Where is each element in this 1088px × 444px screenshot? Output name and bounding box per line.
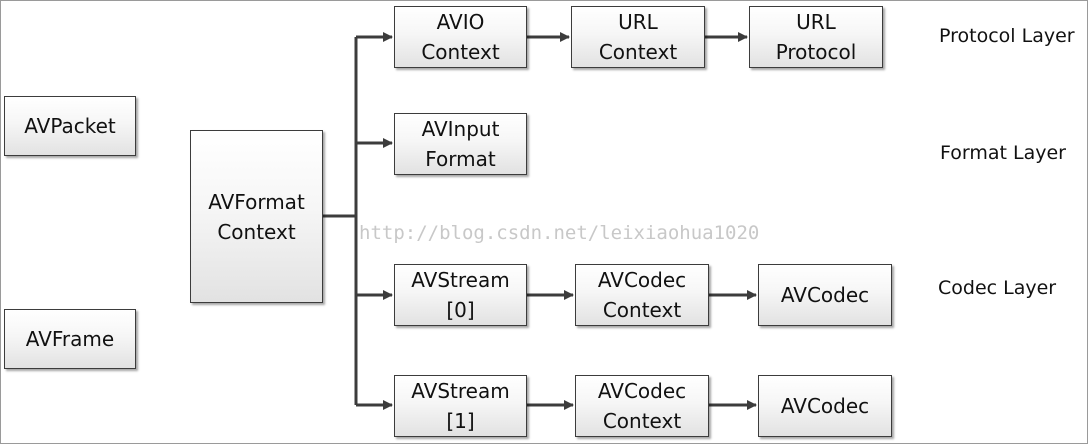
node-avstream-0: AVStream [0] — [394, 264, 527, 326]
label-format-layer: Format Layer — [940, 142, 1066, 164]
node-avio-context: AVIO Context — [394, 6, 527, 68]
node-avcodec-0: AVCodec — [758, 264, 892, 326]
node-avcodec-context-1: AVCodec Context — [575, 375, 709, 437]
watermark-text: http://blog.csdn.net/leixiaohua1020 — [359, 222, 760, 244]
node-avcodec-context-0: AVCodec Context — [575, 264, 709, 326]
node-avstream-1: AVStream [1] — [394, 375, 527, 437]
label-codec-layer: Codec Layer — [938, 277, 1057, 299]
node-avpacket: AVPacket — [4, 96, 136, 156]
node-url-context: URL Context — [571, 6, 705, 68]
node-avcodec-1: AVCodec — [758, 375, 892, 437]
label-protocol-layer: Protocol Layer — [939, 25, 1075, 47]
node-avframe: AVFrame — [4, 309, 136, 369]
node-avinput-format: AVInput Format — [394, 113, 527, 175]
node-avformat-context: AVFormat Context — [190, 130, 323, 303]
node-url-protocol: URL Protocol — [749, 6, 883, 68]
